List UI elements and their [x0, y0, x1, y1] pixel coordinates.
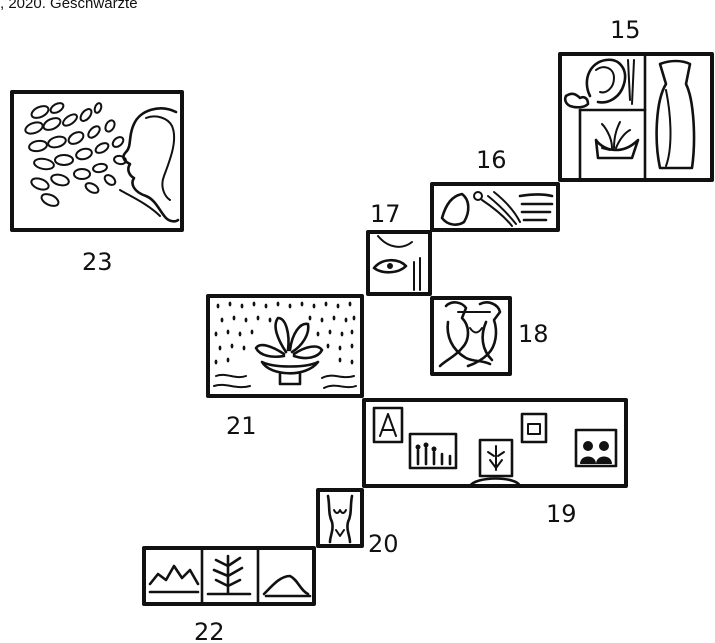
plant-22 [206, 554, 252, 596]
artwork-17 [366, 230, 432, 296]
face-profile-23 [122, 107, 180, 223]
artwork-16 [430, 182, 560, 232]
top-caption: , 2020. Geschwärzte [0, 0, 138, 12]
label-16: 16 [476, 146, 507, 174]
artwork-19 [362, 398, 628, 488]
artwork-15 [558, 52, 714, 182]
artwork-23 [10, 90, 184, 232]
label-20: 20 [368, 530, 399, 558]
frame-18 [430, 296, 512, 376]
frame-16 [430, 182, 560, 232]
label-19: 19 [546, 500, 577, 528]
frame-20 [316, 488, 364, 548]
label-18: 18 [518, 320, 549, 348]
frame-15 [558, 52, 714, 182]
label-22: 22 [194, 618, 225, 643]
figures-18 [438, 301, 492, 368]
label-15: 15 [610, 16, 641, 44]
artwork-20 [316, 488, 364, 548]
label-17: 17 [370, 200, 401, 228]
sprout-15 [601, 121, 631, 151]
rain-dots-21 [214, 301, 356, 365]
flower-petals-21 [254, 316, 324, 360]
dress-15 [655, 59, 696, 170]
hill-22 [262, 574, 312, 598]
hat-shape-15 [585, 58, 627, 104]
label-23: 23 [82, 248, 113, 276]
artwork-18 [430, 296, 512, 376]
frame-22 [142, 546, 316, 606]
label-21: 21 [226, 412, 257, 440]
leaf-cluster-23 [24, 102, 127, 207]
artwork-21 [206, 294, 364, 398]
artwork-22 [142, 546, 316, 606]
frame-17 [366, 230, 432, 296]
frame-23 [10, 90, 184, 232]
hand-16 [518, 193, 554, 222]
frame-19 [362, 398, 628, 488]
hand-15 [563, 92, 590, 109]
frame-21 [206, 294, 364, 398]
bowl-21 [260, 360, 320, 386]
torso-20 [326, 494, 354, 544]
mountains-22 [148, 564, 200, 594]
eye-17 [372, 258, 408, 274]
